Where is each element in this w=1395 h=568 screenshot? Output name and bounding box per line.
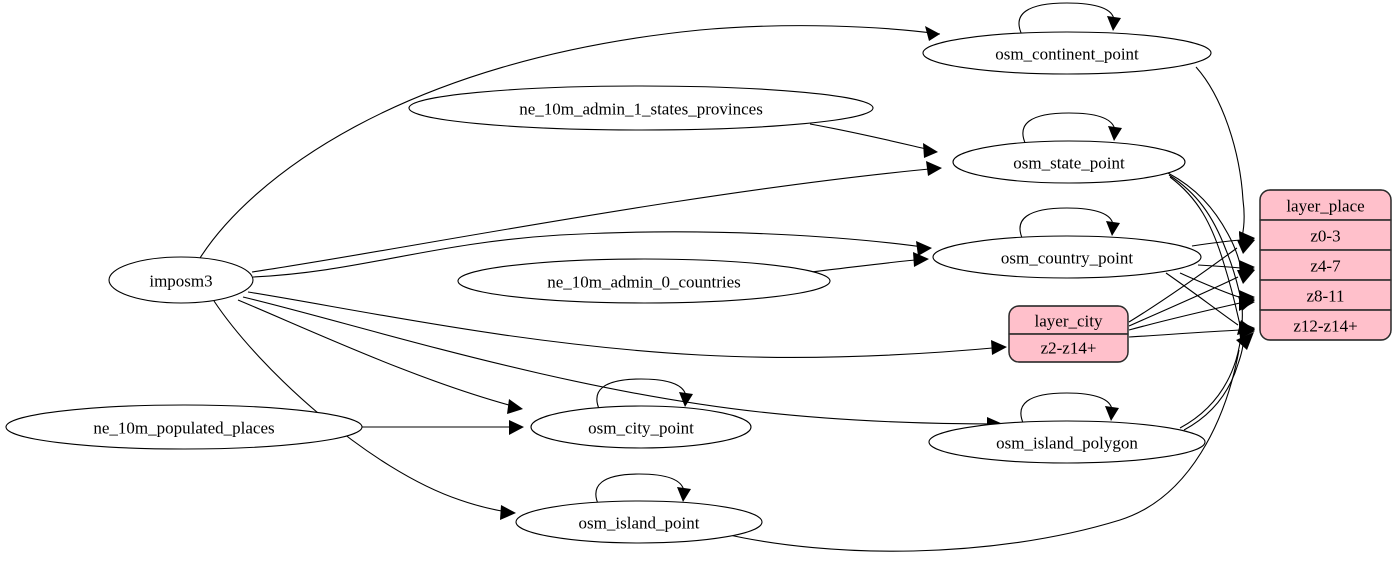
node-label-osm_state_point: osm_state_point — [1013, 154, 1125, 173]
table-row-layer_place-z0-3[interactable]: z0-3 — [1310, 227, 1340, 246]
table-layer_place[interactable]: layer_place z0-3 z4-7 z8-11 z12-z14+ — [1259, 189, 1392, 341]
node-layer: imposm3 ne_10m_admin_1_states_provinces … — [5, 31, 1212, 544]
edge-ne_states-to-osm_state_point — [809, 123, 938, 158]
node-label-osm_continent_point: osm_continent_point — [995, 45, 1139, 64]
node-label-ne_10m_admin_1_states_provinces: ne_10m_admin_1_states_provinces — [519, 100, 763, 119]
edge-self-osm_state_point — [1022, 112, 1122, 146]
table-row-layer_city-z2-z14[interactable]: z2-z14+ — [1041, 339, 1097, 358]
node-imposm3[interactable]: imposm3 — [108, 256, 254, 304]
table-header-layer_place: layer_place — [1286, 197, 1364, 216]
table-header-layer_city: layer_city — [1035, 312, 1103, 331]
edge-ne_populated-to-osm_city_point — [362, 420, 524, 435]
node-label-ne_10m_admin_0_countries: ne_10m_admin_0_countries — [547, 273, 741, 292]
edge-imposm3-to-osm_city_point — [237, 299, 523, 414]
edge-imposm3-to-osm_country_point — [252, 231, 932, 278]
edge-self-osm_city_point — [596, 378, 693, 412]
node-label-osm_city_point: osm_city_point — [588, 419, 694, 438]
edge-layer_city-to-layer_place-z4-7 — [1128, 270, 1255, 327]
edge-layer — [199, 2, 1255, 552]
edge-osm_continent_point-to-layer_place-z0-3 — [1195, 66, 1255, 246]
edge-imposm3-to-osm_state_point — [251, 161, 942, 273]
edge-osm_island_point-to-layer_place-z12-z14+ — [724, 332, 1254, 552]
node-osm_island_point[interactable]: osm_island_point — [515, 500, 763, 544]
edge-self-osm_continent_point — [1018, 2, 1121, 36]
node-ne_10m_admin_1_states_provinces[interactable]: ne_10m_admin_1_states_provinces — [408, 85, 874, 131]
table-layer_city[interactable]: layer_city z2-z14+ — [1008, 305, 1129, 363]
node-osm_continent_point[interactable]: osm_continent_point — [922, 31, 1212, 75]
node-osm_state_point[interactable]: osm_state_point — [952, 140, 1186, 184]
edge-self-osm_island_polygon — [1020, 392, 1119, 426]
table-row-layer_place-z4-7[interactable]: z4-7 — [1310, 257, 1341, 276]
node-label-imposm3: imposm3 — [149, 272, 212, 291]
node-osm_country_point[interactable]: osm_country_point — [932, 235, 1202, 279]
node-label-osm_island_point: osm_island_point — [579, 514, 700, 533]
edge-ne_countries-to-osm_country_point — [810, 252, 929, 273]
node-ne_10m_admin_0_countries[interactable]: ne_10m_admin_0_countries — [457, 258, 831, 304]
edge-imposm3-to-osm_continent_point — [199, 25, 941, 259]
table-row-layer_place-z8-11[interactable]: z8-11 — [1306, 287, 1344, 306]
edge-imposm3-to-layer_city — [247, 291, 1007, 358]
table-row-layer_place-z12-z14[interactable]: z12-z14+ — [1293, 317, 1357, 336]
node-osm_island_polygon[interactable]: osm_island_polygon — [928, 420, 1206, 464]
table-layer: layer_city z2-z14+ layer_place z0-3 z4-7… — [1008, 189, 1392, 363]
node-label-osm_country_point: osm_country_point — [1001, 249, 1133, 268]
edge-osm_island_polygon-to-layer_place-z8-11 — [1179, 296, 1255, 429]
edge-layer_city-to-layer_place-z0-3 — [1128, 240, 1255, 323]
node-ne_10m_populated_places[interactable]: ne_10m_populated_places — [5, 404, 363, 450]
edge-layer_city-to-layer_place-z8-11 — [1128, 296, 1255, 331]
node-label-ne_10m_populated_places: ne_10m_populated_places — [93, 419, 274, 438]
node-label-osm_island_polygon: osm_island_polygon — [996, 434, 1138, 453]
node-osm_city_point[interactable]: osm_city_point — [530, 405, 752, 449]
edge-self-osm_island_point — [595, 473, 691, 507]
edge-self-osm_country_point — [1019, 207, 1120, 241]
edge-imposm3-to-osm_island_point — [213, 300, 516, 520]
